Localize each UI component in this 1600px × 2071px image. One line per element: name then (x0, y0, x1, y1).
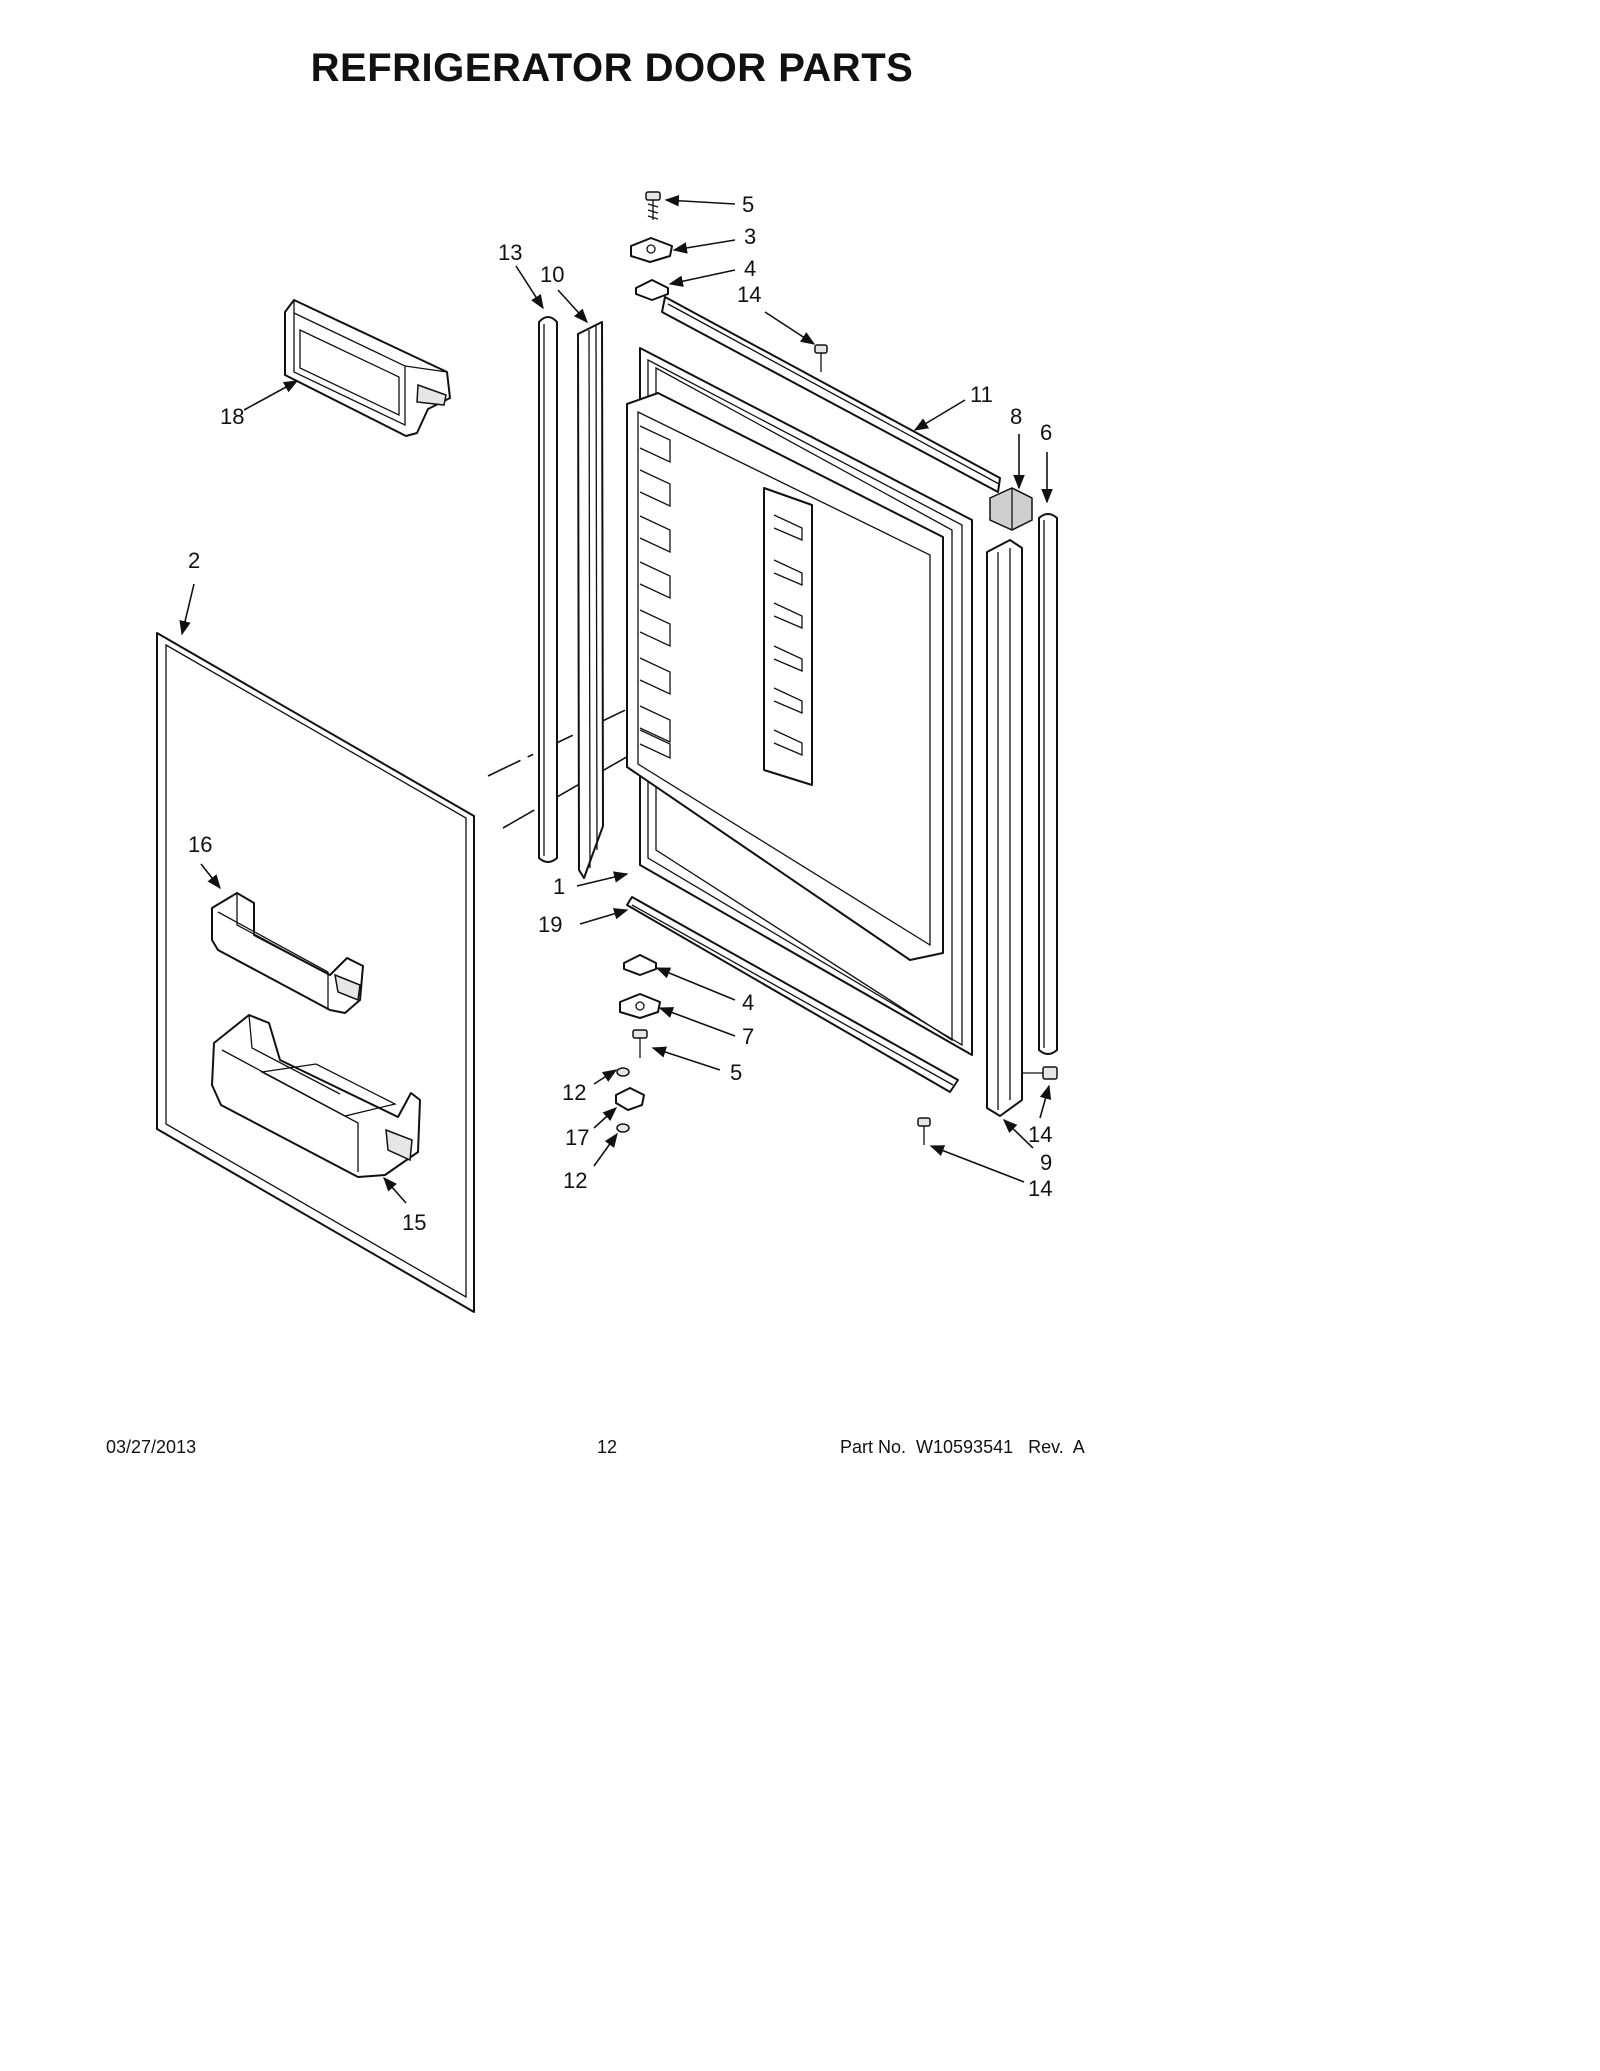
callout-6: 6 (1040, 420, 1052, 445)
exploded-view-diagram: 5 3 4 14 13 10 11 8 6 18 2 16 15 1 19 4 … (156, 191, 1058, 1313)
callout-19: 19 (538, 912, 562, 937)
part-4-bottom-bushing (623, 954, 657, 976)
part-3-top-hinge (630, 237, 673, 263)
part-17-cam (615, 1087, 645, 1111)
part-4-top-bushing (635, 279, 669, 301)
part-12-washer-upper (616, 1067, 630, 1077)
callout-1: 1 (553, 874, 565, 899)
part-5-bottom-screw (632, 1029, 648, 1058)
callout-17: 17 (565, 1125, 589, 1150)
part-15-large-door-bin (211, 1014, 421, 1178)
part-18-upper-tray (284, 299, 451, 437)
callout-15: 15 (402, 1210, 426, 1235)
callout-3: 3 (744, 224, 756, 249)
callout-5-bottom: 5 (730, 1060, 742, 1085)
callout-8: 8 (1010, 404, 1022, 429)
part-8-cap (989, 487, 1033, 531)
page-title: REFRIGERATOR DOOR PARTS (310, 46, 914, 90)
part-12-washer-lower (616, 1123, 630, 1133)
callout-14-right: 14 (1028, 1122, 1052, 1147)
callout-7: 7 (742, 1024, 754, 1049)
part-14-right-screw (1023, 1066, 1058, 1080)
callout-14-bottom: 14 (1028, 1176, 1052, 1201)
footer-date: 03/27/2013 (106, 1437, 197, 1457)
part-11-top-trim (661, 296, 1001, 493)
callout-16: 16 (188, 832, 212, 857)
callout-13: 13 (498, 240, 522, 265)
callout-5-top: 5 (742, 192, 754, 217)
part-19-bottom-trim (626, 896, 959, 1093)
callout-12-lower: 12 (563, 1168, 587, 1193)
callout-18: 18 (220, 404, 244, 429)
callout-14-top: 14 (737, 282, 761, 307)
callout-9: 9 (1040, 1150, 1052, 1175)
callout-12-upper: 12 (562, 1080, 586, 1105)
callout-11: 11 (970, 382, 993, 407)
footer-part-number: Part No. W10593541 Rev. A (840, 1437, 1085, 1457)
liner-left-shelf-retainers (639, 425, 671, 760)
callout-4-bottom: 4 (742, 990, 754, 1015)
part-5-top-screw (645, 191, 661, 220)
parts-diagram-page: REFRIGERATOR DOOR PARTS (106, 46, 1085, 1457)
callout-2: 2 (188, 548, 200, 573)
part-14-top-screw (814, 344, 828, 372)
leader-lines (179, 194, 1053, 1204)
callout-labels: 5 3 4 14 13 10 11 8 6 18 2 16 15 1 19 4 … (188, 192, 1052, 1235)
part-14-bottom-screw (917, 1117, 931, 1145)
part-9-right-channel (986, 539, 1023, 1117)
part-10-left-channel (577, 321, 604, 879)
part-7-bottom-hinge (619, 993, 661, 1019)
liner-middle-rail (763, 487, 813, 786)
part-16-small-door-bin (211, 892, 364, 1014)
callout-10: 10 (540, 262, 564, 287)
part-13-left-trim-strip (538, 316, 558, 863)
part-6-right-trim-strip (1038, 513, 1058, 1055)
footer-page-number: 12 (597, 1437, 618, 1457)
callout-4-top: 4 (744, 256, 756, 281)
